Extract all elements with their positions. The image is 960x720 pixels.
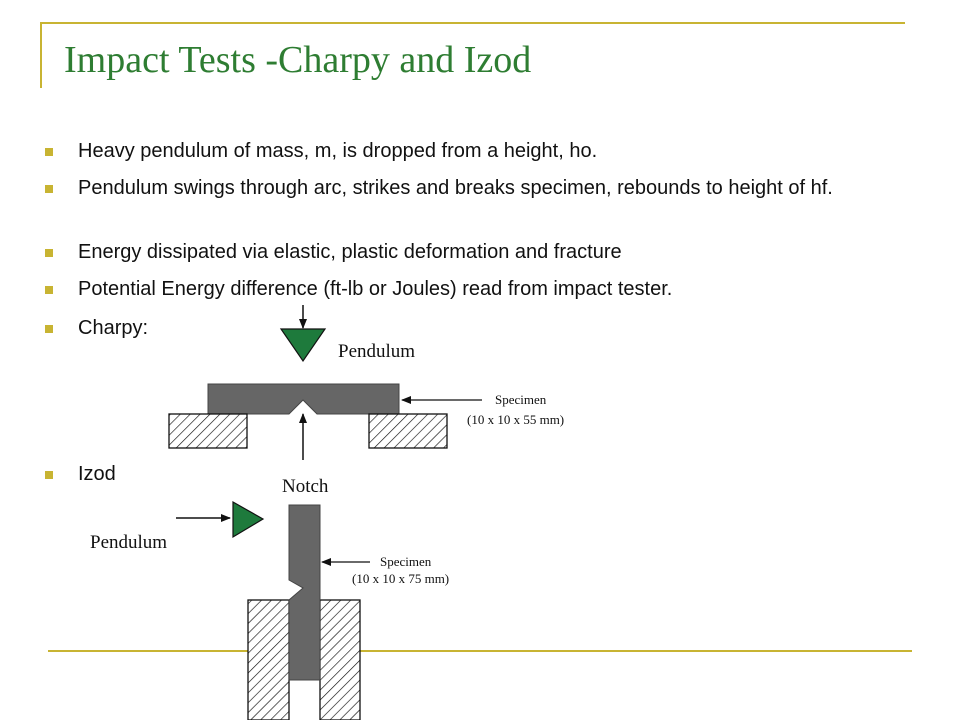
- charpy-specimen-label: Specimen: [495, 392, 547, 407]
- izod-pendulum-label: Pendulum: [90, 532, 167, 553]
- charpy-right-support: [368, 413, 448, 449]
- charpy-pendulum-icon: [279, 328, 327, 363]
- izod-specimen-label: Specimen: [380, 554, 432, 569]
- charpy-specimen: [207, 383, 400, 415]
- slide-title: Impact Tests -Charpy and Izod: [64, 39, 532, 81]
- izod-diagram: Pendulum Specimen (10 x 10 x 75 mm): [90, 500, 449, 720]
- charpy-pendulum-label: Pendulum: [338, 341, 415, 362]
- izod-clamp-left: [247, 599, 290, 720]
- izod-pendulum-icon: [232, 500, 265, 539]
- izod-specimen: [288, 504, 321, 681]
- charpy-specimen-dims: (10 x 10 x 55 mm): [467, 412, 564, 427]
- izod-specimen-dims: (10 x 10 x 75 mm): [352, 571, 449, 586]
- izod-clamp-right: [319, 599, 361, 720]
- charpy-diagram: Pendulum Specimen (10 x 10 x 55 mm) Notc…: [168, 305, 564, 497]
- charpy-left-support: [168, 413, 248, 449]
- left-accent-line: [40, 22, 42, 88]
- charpy-notch-label: Notch: [282, 476, 329, 497]
- bottom-accent-line: [48, 650, 912, 652]
- top-accent-line: [40, 22, 905, 24]
